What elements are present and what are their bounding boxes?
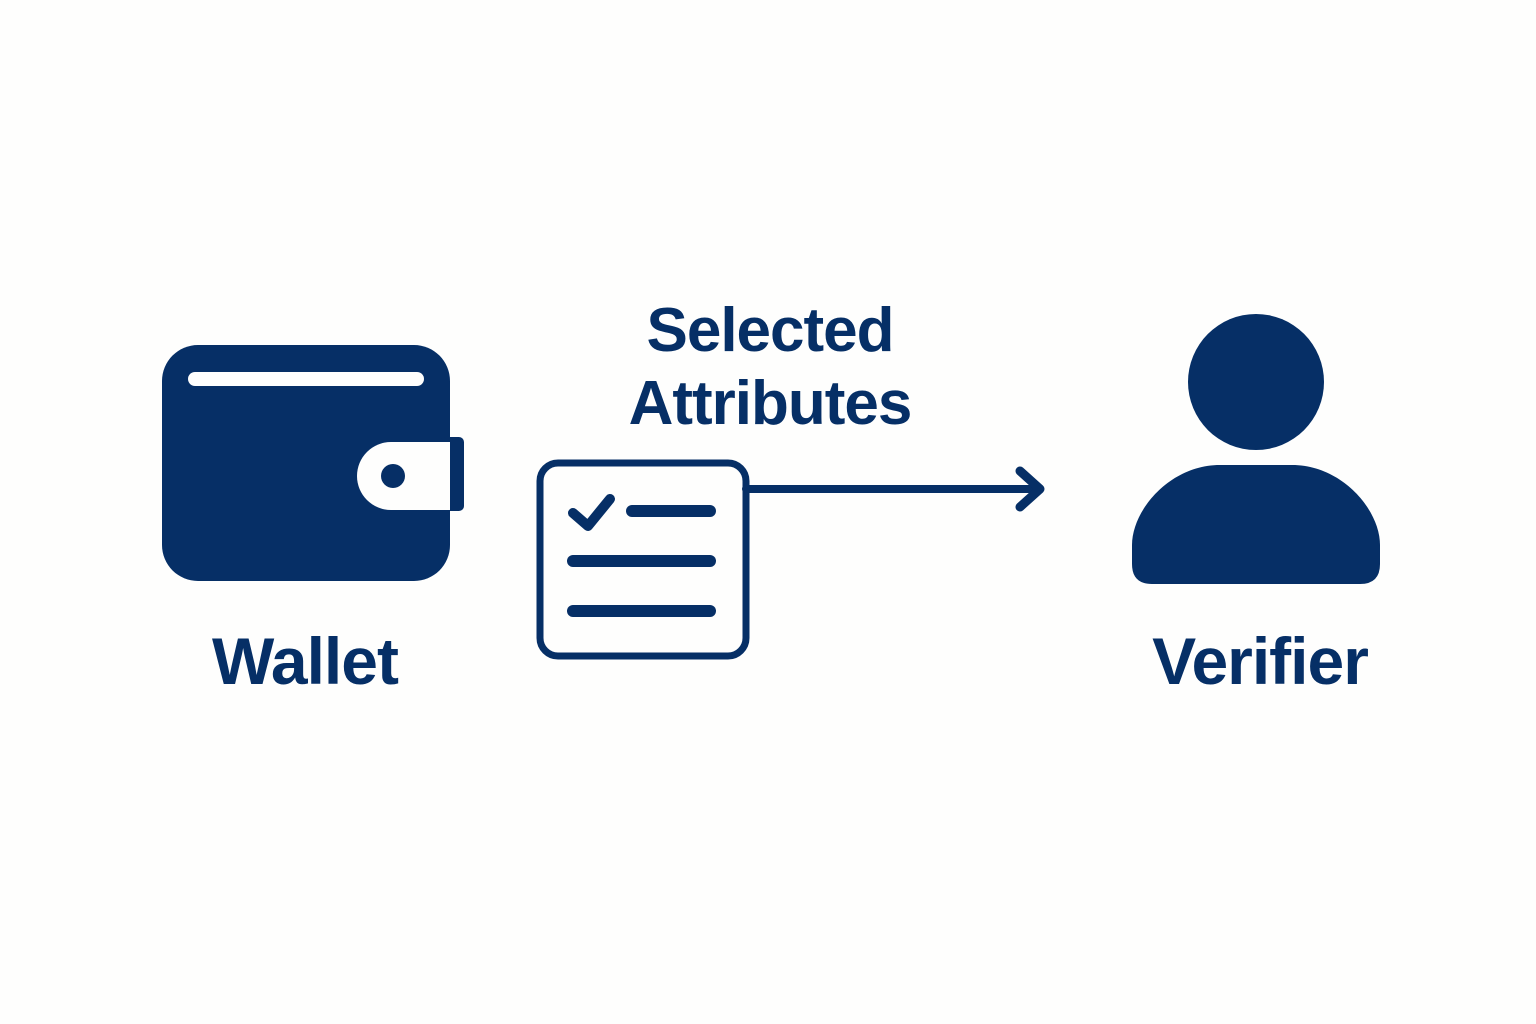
attributes-label-line2: Attributes	[628, 369, 913, 438]
attributes-label-line1: Selected	[646, 296, 894, 365]
checklist-icon	[536, 459, 750, 660]
wallet-label: Wallet	[212, 624, 399, 698]
person-icon	[1132, 314, 1380, 584]
arrow-connector	[742, 466, 1045, 512]
verifier-label: Verifier	[1152, 624, 1369, 698]
wallet-icon	[162, 345, 464, 581]
attributes-label: Selected Attributes	[560, 294, 980, 440]
